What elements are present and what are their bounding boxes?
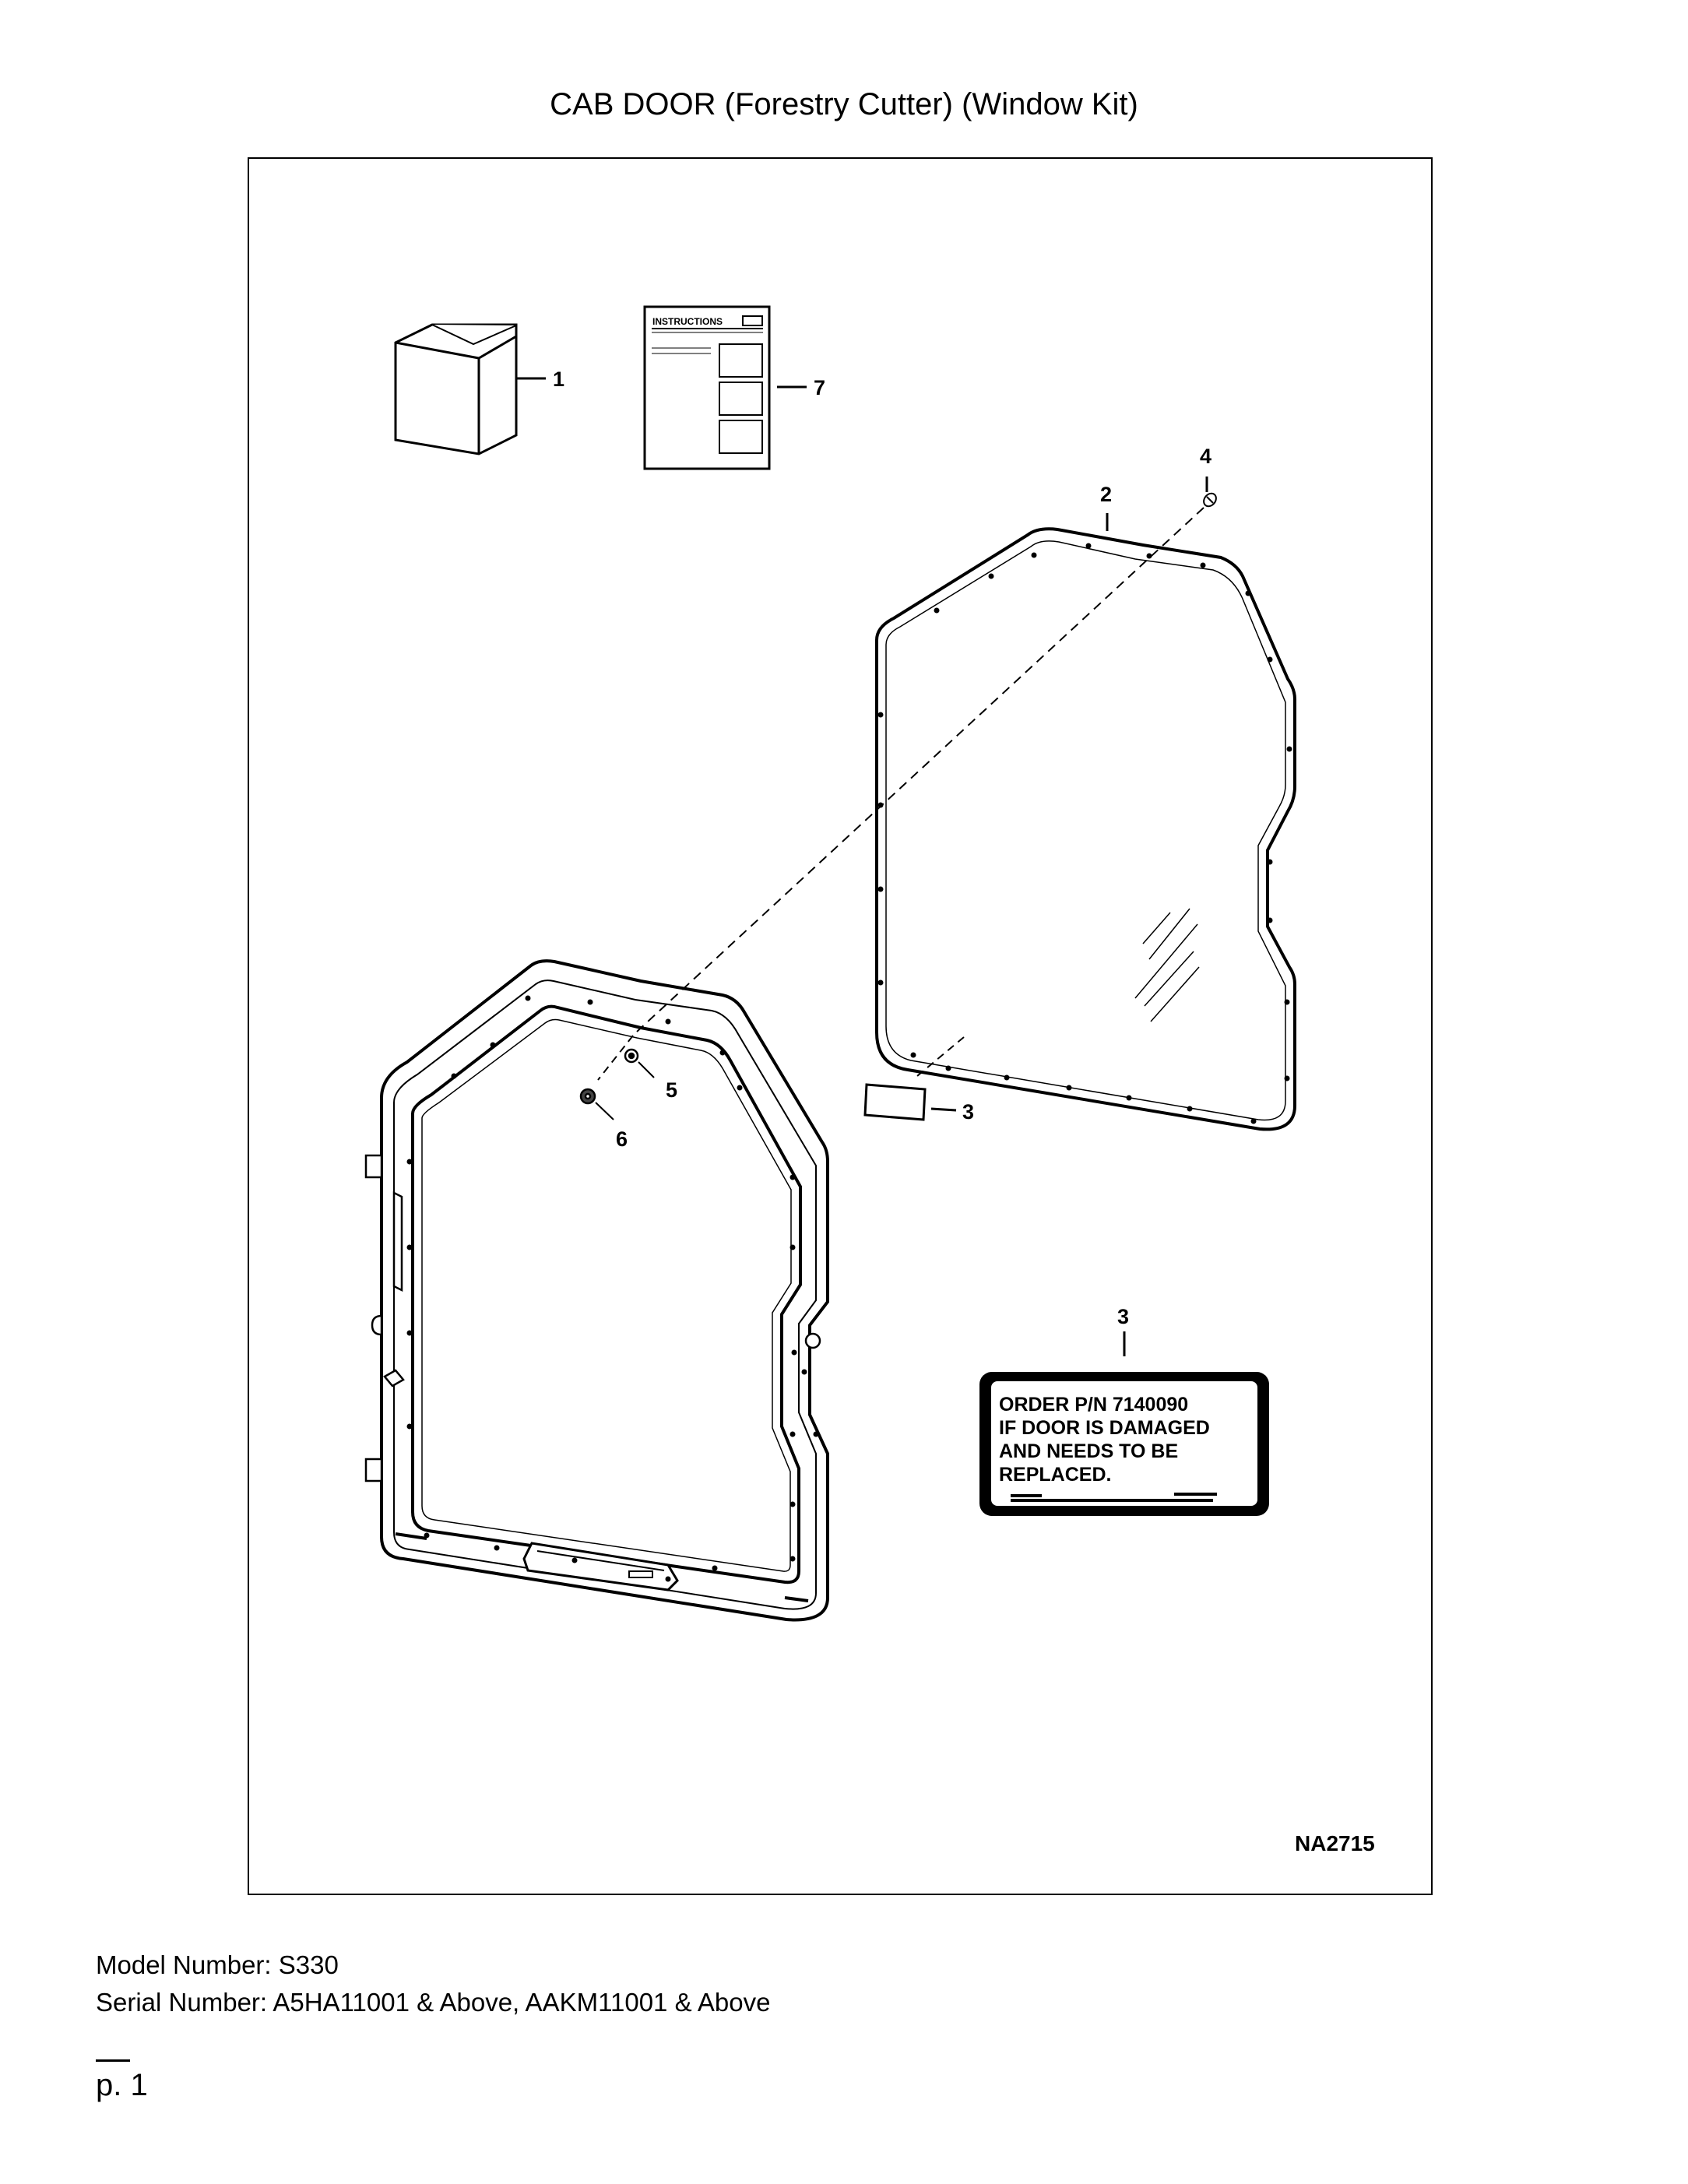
instructions-sheet-icon <box>643 305 771 470</box>
diagram-reference: NA2715 <box>1295 1831 1375 1855</box>
footer-divider <box>96 2059 130 2062</box>
door-frame <box>364 959 829 1622</box>
screw-icon <box>1203 492 1217 508</box>
callout-5: 5 <box>666 1078 677 1102</box>
callout-6: 6 <box>616 1127 628 1151</box>
instructions-label: INSTRUCTIONS <box>652 316 723 327</box>
decal-line-1: ORDER P/N 7140090 <box>999 1394 1188 1416</box>
callout-3b: 3 <box>1117 1305 1129 1328</box>
decal-small-icon <box>863 1083 927 1121</box>
model-info: Model Number: S330 Serial Number: A5HA11… <box>96 1947 771 2021</box>
nut-icon <box>624 1048 639 1064</box>
parts-diagram: 1 INSTRUCTIONS 7 <box>248 157 1433 1895</box>
decal-line-3: AND NEEDS TO BE <box>999 1440 1178 1462</box>
model-number: Model Number: S330 <box>96 1950 339 1979</box>
callout-3a: 3 <box>962 1100 974 1124</box>
page-title: CAB DOOR (Forestry Cutter) (Window Kit) <box>550 87 1138 121</box>
callout-4: 4 <box>1200 445 1211 468</box>
decal-line-2: IF DOOR IS DAMAGED <box>999 1417 1210 1439</box>
decal-line-4: REPLACED. <box>999 1464 1111 1486</box>
diagram-border <box>248 157 1433 1895</box>
callout-2: 2 <box>1100 483 1112 506</box>
callout-1: 1 <box>553 368 564 391</box>
washer-icon <box>579 1088 596 1105</box>
window-glass-panel <box>875 527 1296 1131</box>
callout-7: 7 <box>814 376 825 399</box>
assembly-line <box>636 507 1204 1032</box>
page-number: p. 1 <box>96 2068 148 2102</box>
serial-number: Serial Number: A5HA11001 & Above, AAKM11… <box>96 1988 771 2017</box>
part-box-icon <box>394 323 518 455</box>
decal-detail: ORDER P/N 7140090 IF DOOR IS DAMAGED AND… <box>979 1372 1269 1516</box>
